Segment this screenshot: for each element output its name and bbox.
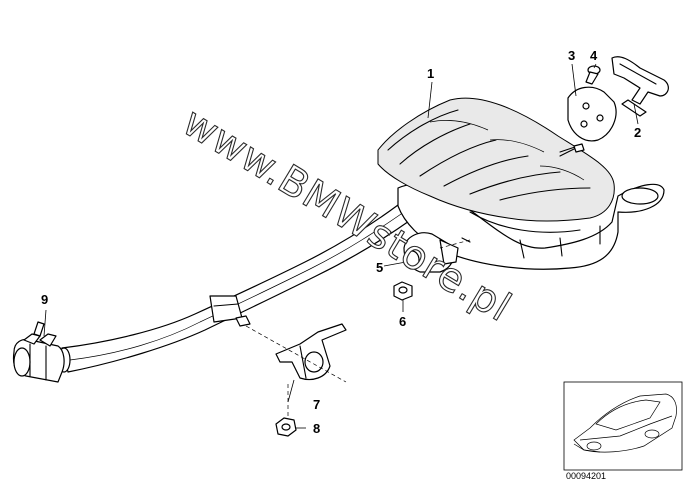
nut xyxy=(393,281,413,301)
bolt xyxy=(585,65,601,85)
callout-7: 7 xyxy=(313,397,320,412)
callout-8: 8 xyxy=(313,421,320,436)
rear-silencer xyxy=(377,97,665,270)
callout-2: 2 xyxy=(634,125,641,140)
leader-lines xyxy=(43,63,639,429)
hex-nut xyxy=(275,417,297,437)
callout-9: 9 xyxy=(41,292,48,307)
callout-1: 1 xyxy=(427,66,434,81)
hanger-bracket xyxy=(275,323,347,381)
pipe-clamp xyxy=(12,321,65,383)
reference-code: 00094201 xyxy=(566,471,606,481)
callout-4: 4 xyxy=(590,48,598,63)
mount-bracket xyxy=(611,56,669,117)
callout-5: 5 xyxy=(376,260,383,275)
rubber-mount xyxy=(403,232,459,273)
vehicle-thumbnail xyxy=(563,381,683,471)
callout-3: 3 xyxy=(568,48,575,63)
mount-plate xyxy=(567,86,617,142)
callout-6: 6 xyxy=(399,314,406,329)
flange-bolt xyxy=(559,143,585,157)
